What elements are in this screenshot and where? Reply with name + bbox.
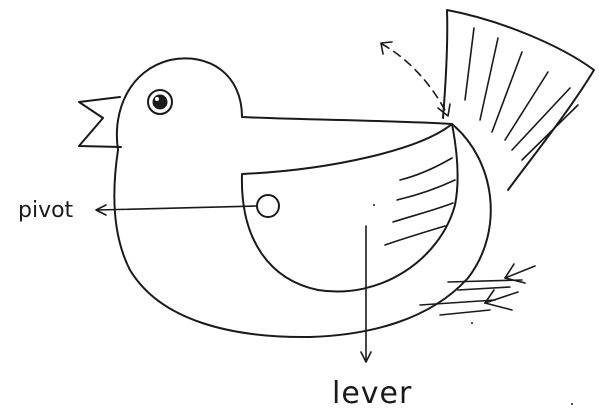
tail-feather-line — [465, 28, 474, 100]
wing-outline — [242, 124, 458, 292]
leg-lower — [420, 300, 495, 305]
pivot-pointer-line — [98, 206, 256, 210]
pivot-circle — [257, 195, 279, 217]
leg-lower — [440, 310, 490, 315]
lever-pointer — [361, 226, 371, 362]
wing-motion-arrow — [381, 42, 450, 116]
eye-highlight — [155, 97, 159, 101]
leg-upper — [458, 287, 510, 290]
leg-upper — [448, 280, 522, 282]
lever-label: lever — [332, 376, 412, 411]
bird-legs — [420, 264, 535, 315]
tail-feather-line — [480, 38, 498, 120]
bird-eye — [148, 90, 172, 114]
foot-toe — [485, 303, 512, 310]
ink-dot — [471, 322, 473, 324]
wing-feather-line — [393, 203, 453, 222]
tail-feather-line — [522, 105, 578, 160]
ink-dot — [373, 204, 375, 206]
pivot-label: pivot — [18, 198, 74, 223]
eye-pupil — [153, 95, 168, 110]
ink-dot — [571, 403, 573, 405]
motion-arrow-path — [382, 44, 447, 114]
foot-toe — [485, 292, 518, 303]
bird-wing — [242, 124, 458, 292]
wing-feather-line — [397, 180, 455, 200]
pivot-point — [257, 195, 279, 217]
wing-feather-line — [400, 158, 452, 180]
beak-outline — [79, 97, 121, 147]
bird-tail — [443, 10, 594, 190]
pivot-pointer — [96, 205, 256, 215]
bird-beak — [79, 97, 121, 147]
